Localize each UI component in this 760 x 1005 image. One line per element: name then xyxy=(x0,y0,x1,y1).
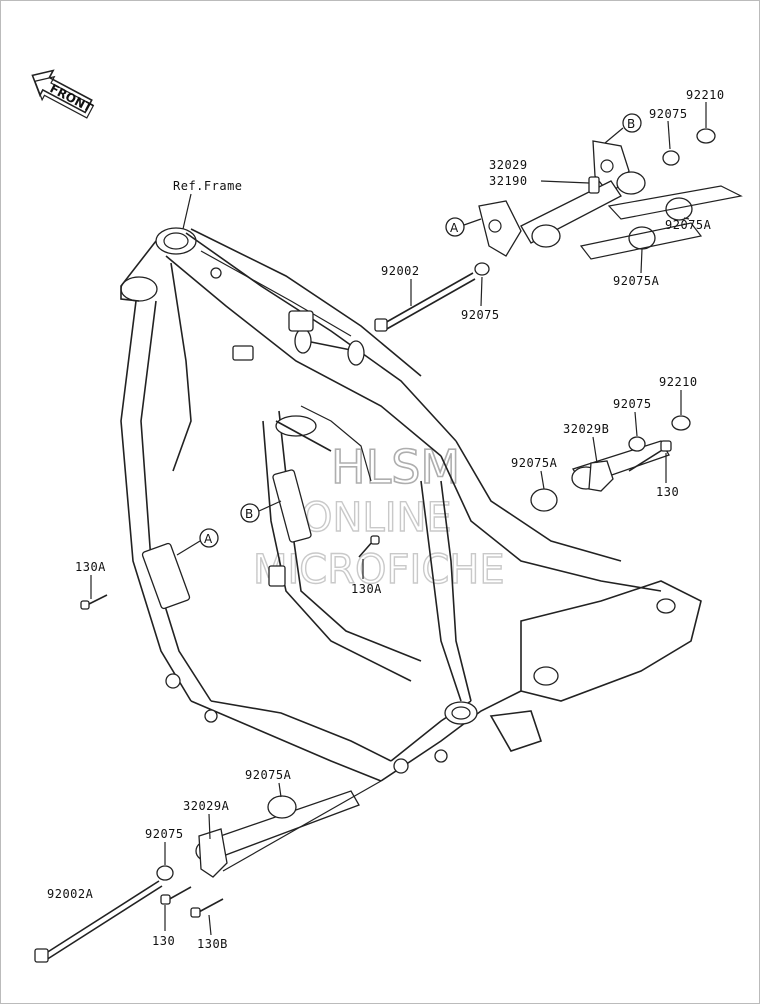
label-92075-top: 92075 xyxy=(649,107,688,121)
label-92075-mid2: 92075 xyxy=(613,397,652,411)
label-130-bottom: 130 xyxy=(152,934,175,948)
bolt-92002 xyxy=(382,272,474,325)
bolt-130A-center xyxy=(358,540,374,558)
label-92075A-bottom: 92075A xyxy=(245,768,292,782)
svg-text:B: B xyxy=(245,507,253,521)
bolt-130-right xyxy=(628,446,668,472)
callout-b-mid: B xyxy=(240,500,282,523)
motorcycle-frame xyxy=(120,227,702,782)
label-130A-left: 130A xyxy=(75,560,106,574)
collar-92075A-right xyxy=(665,197,693,221)
washer-92075-mid2 xyxy=(628,436,646,452)
watermark-line1: HLSM xyxy=(331,440,460,494)
label-92075-bottom: 92075 xyxy=(145,827,184,841)
label-92075A-right: 92075A xyxy=(665,218,712,232)
bolt-130A-left xyxy=(86,594,108,606)
label-92210-top: 92210 xyxy=(686,88,725,102)
label-130-right: 130 xyxy=(656,485,679,499)
label-32029A: 32029A xyxy=(183,799,230,813)
callout-b-top: B xyxy=(604,113,642,144)
label-32029B: 32029B xyxy=(563,422,609,436)
label-130A-center: 130A xyxy=(351,582,382,596)
washer-92075-bottom xyxy=(156,865,174,881)
label-92002: 92002 xyxy=(381,264,420,278)
watermark-line3: MICROFICHE xyxy=(253,547,505,593)
svg-text:A: A xyxy=(450,221,459,235)
label-92002A: 92002A xyxy=(47,887,94,901)
label-32190: 32190 xyxy=(489,174,528,188)
engine-mount-bracket-mid xyxy=(530,440,670,512)
label-130B: 130B xyxy=(197,937,228,951)
label-92210-mid: 92210 xyxy=(659,375,698,389)
washer-92075-mid xyxy=(474,262,490,276)
bolt-92002A xyxy=(42,880,160,956)
bolt-130B xyxy=(196,898,224,914)
nut-92210-top xyxy=(696,128,716,144)
engine-mount-bracket-lower xyxy=(195,780,382,878)
collar-92075A-center xyxy=(628,226,656,250)
ref-frame-label: Ref.Frame xyxy=(173,179,243,193)
callout-a-top: A xyxy=(445,217,482,237)
label-92075A-center: 92075A xyxy=(613,274,660,288)
nut-92210-mid xyxy=(671,415,691,431)
label-92075-mid: 92075 xyxy=(461,308,500,322)
engine-mount-bracket-upper xyxy=(478,140,646,257)
label-92075A-mid: 92075A xyxy=(511,456,558,470)
svg-text:A: A xyxy=(204,532,213,546)
callout-a-mid: A xyxy=(176,528,219,556)
watermark-line2: ONLINE xyxy=(301,495,452,541)
label-32029: 32029 xyxy=(489,158,528,172)
front-arrow-icon: FRONT xyxy=(31,69,95,119)
washer-92075-top xyxy=(662,150,680,166)
svg-text:B: B xyxy=(627,117,635,131)
